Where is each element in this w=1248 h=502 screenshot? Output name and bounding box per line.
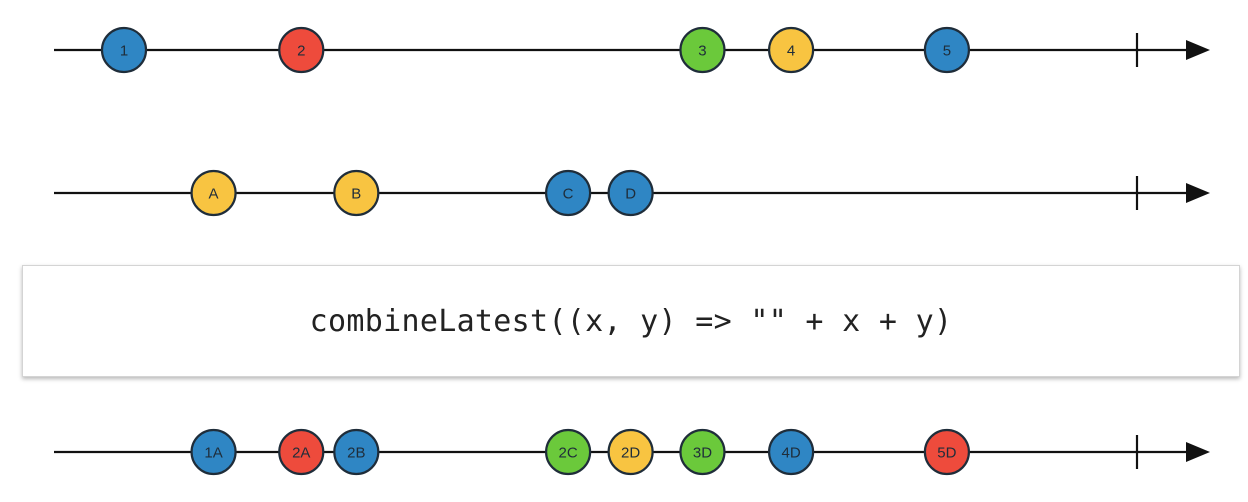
marble-circle — [607, 169, 654, 217]
marble: 2A — [278, 428, 325, 476]
timeline-output: 1A 2A 2B 2C 2D 3D 4D 5D — [54, 428, 1210, 476]
marble: 2C — [545, 428, 592, 476]
marble-label: 2B — [347, 445, 365, 462]
timeline-input-y: A B C D — [54, 169, 1210, 217]
marble-circle — [190, 428, 237, 476]
marble-label: 1 — [120, 43, 128, 60]
marble: A — [190, 169, 237, 217]
marble: B — [333, 169, 380, 217]
marble-label: 1A — [204, 445, 222, 462]
arrow-head-icon — [1186, 442, 1210, 462]
marble-circle — [333, 428, 380, 476]
marble: 4 — [767, 26, 815, 74]
marble: C — [545, 169, 592, 217]
marble-circle — [545, 169, 592, 217]
marble-circle — [190, 169, 237, 217]
marble-label: 5 — [943, 43, 951, 60]
marble-circle — [333, 169, 380, 217]
timeline-input-x: 1 2 3 4 5 — [54, 26, 1210, 74]
marble-label: 4D — [782, 445, 801, 462]
marble-circle — [923, 26, 971, 74]
marble-label: C — [563, 186, 574, 203]
marble: 1A — [190, 428, 237, 476]
marble-label: 5D — [937, 445, 956, 462]
marble-circle — [545, 428, 592, 476]
marble: 3D — [679, 428, 726, 476]
marble-label: 2 — [297, 43, 305, 60]
marble-circle — [679, 26, 726, 74]
arrow-head-icon — [1186, 183, 1210, 203]
marble-label: 2A — [292, 445, 310, 462]
marble-label: 3D — [693, 445, 712, 462]
marble-circle — [278, 26, 325, 74]
marble: 2 — [278, 26, 325, 74]
marble-label: A — [209, 186, 219, 203]
marble-label: B — [351, 186, 361, 203]
marble-circle — [679, 428, 726, 476]
marble-label: D — [625, 186, 636, 203]
marble: 1 — [100, 26, 148, 74]
marble-circle — [923, 428, 971, 476]
operator-box: combineLatest((x, y) => "" + x + y) — [22, 265, 1240, 377]
marble-circle — [100, 26, 148, 74]
operator-label: combineLatest((x, y) => "" + x + y) — [309, 303, 953, 339]
marble: 5D — [923, 428, 971, 476]
marble: 5 — [923, 26, 971, 74]
marble-circle — [767, 26, 815, 74]
marble: 3 — [679, 26, 726, 74]
marble-label: 2D — [621, 445, 640, 462]
marble-circle — [767, 428, 815, 476]
marble-circle — [607, 428, 654, 476]
marble: 2D — [607, 428, 654, 476]
marble-label: 3 — [698, 43, 706, 60]
marble-circle — [278, 428, 325, 476]
marble: 4D — [767, 428, 815, 476]
marble-label: 4 — [787, 43, 795, 60]
marble-label: 2C — [559, 445, 578, 462]
marble: D — [607, 169, 654, 217]
marble: 2B — [333, 428, 380, 476]
arrow-head-icon — [1186, 40, 1210, 60]
